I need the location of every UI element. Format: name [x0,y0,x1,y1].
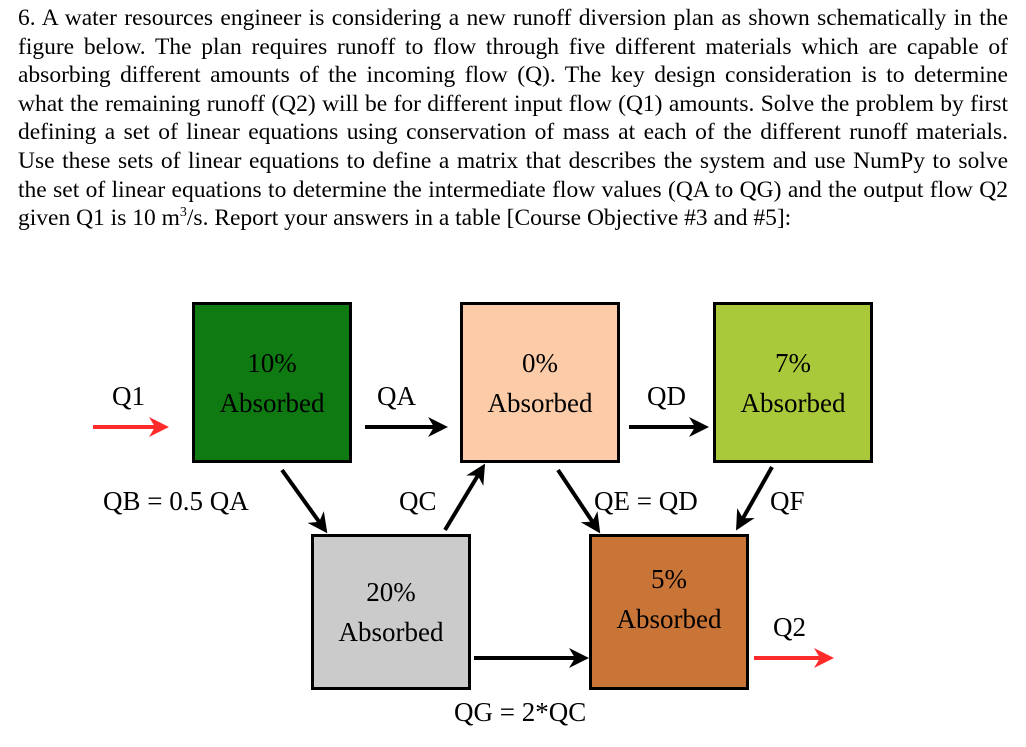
absorb-label: Absorbed [338,617,444,647]
qa-label: QA [377,381,416,411]
q1-label: Q1 [112,381,145,411]
absorb-label: Absorbed [487,387,593,418]
absorb-label: Absorbed [740,387,846,418]
cubic-superscript: 3 [179,205,187,221]
material-box-1: 10% Absorbed [192,302,352,463]
absorb-label: Absorbed [616,604,722,634]
absorb-percent: 5% [651,564,687,594]
material-box-4: 20% Absorbed [311,534,471,690]
absorb-label: Absorbed [219,387,325,418]
absorb-percent: 7% [775,347,811,378]
qe-label: QE = QD [594,486,698,516]
qc-label: QC [399,486,437,516]
qe-arrow [556,468,601,534]
qg-label: QG = 2*QC [454,697,587,727]
material-box-5: 5% Absorbed [589,534,749,690]
absorb-percent: 10% [247,347,297,378]
qb-arrow [280,468,328,534]
q2-label: Q2 [773,612,806,642]
qd-label: QD [647,381,686,411]
absorb-percent: 20% [366,577,416,607]
qf-arrow [736,466,774,531]
problem-text: 6. A water resources engineer is conside… [18,5,1008,232]
problem-text-end: /s. Report your answers in a table [Cour… [186,205,792,232]
material-box-3: 7% Absorbed [713,302,873,463]
material-box-2: 0% Absorbed [460,302,620,463]
qc-arrow [443,463,486,532]
qf-label: QF [770,486,805,516]
problem-statement: 6. A water resources engineer is conside… [18,4,1008,233]
qb-label: QB = 0.5 QA [103,486,249,516]
absorb-percent: 0% [522,347,558,378]
